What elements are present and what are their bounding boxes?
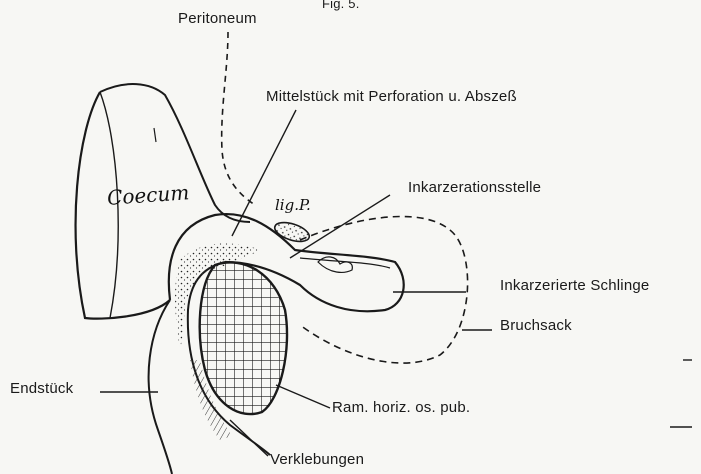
- mittelstueck-label: Mittelstück mit Perforation u. Abszeß: [266, 88, 517, 105]
- lig-p-label: lig.P.: [275, 196, 311, 214]
- bruchsack-line: [300, 216, 468, 363]
- lig-p-oval: [272, 219, 311, 245]
- peritoneum-line: [222, 32, 255, 205]
- peritoneum-label: Peritoneum: [178, 10, 257, 27]
- endstueck-label: Endstück: [10, 380, 73, 397]
- verklebungen-label: Verklebungen: [270, 451, 364, 468]
- inkarzerierte-schlinge-label: Inkarzerierte Schlinge: [500, 277, 649, 294]
- ramus-bone: [200, 262, 287, 414]
- figure-caption: Fig. 5.: [322, 0, 360, 11]
- inkarzerationsstelle-label: Inkarzerationsstelle: [408, 179, 541, 196]
- ramus-label: Ram. horiz. os. pub.: [332, 399, 470, 416]
- bruchsack-label: Bruchsack: [500, 317, 572, 334]
